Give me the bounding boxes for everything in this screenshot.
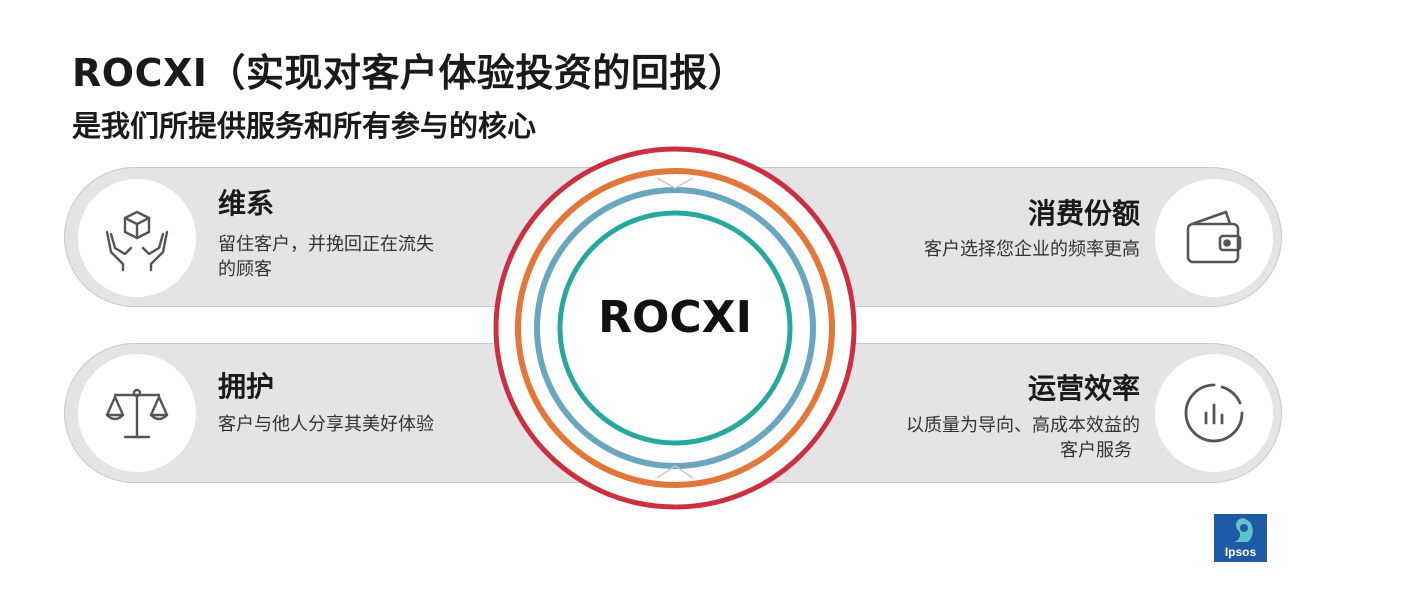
card-share-of-wallet-description: 客户选择您企业的频率更高	[924, 237, 1140, 262]
card-retention-title: 维系	[218, 187, 275, 220]
card-efficiency-description: 以质量为导向、高成本效益的 客户服务	[906, 413, 1140, 463]
advocacy-icon-wrap	[78, 354, 196, 472]
card-advocacy-description: 客户与他人分享其美好体验	[218, 412, 434, 437]
ring-notch-bottom	[656, 465, 694, 479]
wallet-icon	[1186, 210, 1242, 264]
page-title: ROCXI（实现对客户体验投资的回报）	[72, 51, 747, 95]
gauge-chart-icon	[1184, 383, 1244, 443]
ipsos-logo-text: Ipsos	[1224, 545, 1257, 559]
share-of-wallet-icon-wrap	[1155, 179, 1273, 297]
card-share-of-wallet-title: 消费份额	[1027, 197, 1140, 230]
card-efficiency-title: 运营效率	[1027, 372, 1140, 405]
card-retention-desc-line2: 的顾客	[218, 259, 272, 280]
card-advocacy-desc-line1: 客户与他人分享其美好体验	[218, 414, 434, 435]
center-label: ROCXI	[598, 292, 752, 343]
card-efficiency-desc-line1: 以质量为导向、高成本效益的	[906, 415, 1140, 436]
ipsos-logo: Ipsos	[1214, 514, 1267, 562]
card-retention-desc-line1: 留住客户，并挽回正在流失	[218, 234, 434, 255]
card-efficiency-desc-line2: 客户服务	[1060, 440, 1132, 461]
efficiency-icon-wrap	[1155, 354, 1273, 472]
ring-teal	[557, 210, 793, 446]
logo-mark	[1234, 518, 1253, 542]
retention-icon-wrap	[78, 179, 196, 297]
rocxi-rings	[493, 146, 857, 510]
hands-box-icon	[105, 210, 169, 272]
card-advocacy-title: 拥护	[218, 370, 275, 403]
card-share-of-wallet-desc-line1: 客户选择您企业的频率更高	[924, 239, 1140, 260]
card-retention-description: 留住客户，并挽回正在流失 的顾客	[218, 232, 434, 282]
balance-scale-icon	[105, 388, 169, 439]
ring-notch-top	[656, 177, 694, 189]
page-subtitle: 是我们所提供服务和所有参与的核心	[72, 109, 537, 143]
